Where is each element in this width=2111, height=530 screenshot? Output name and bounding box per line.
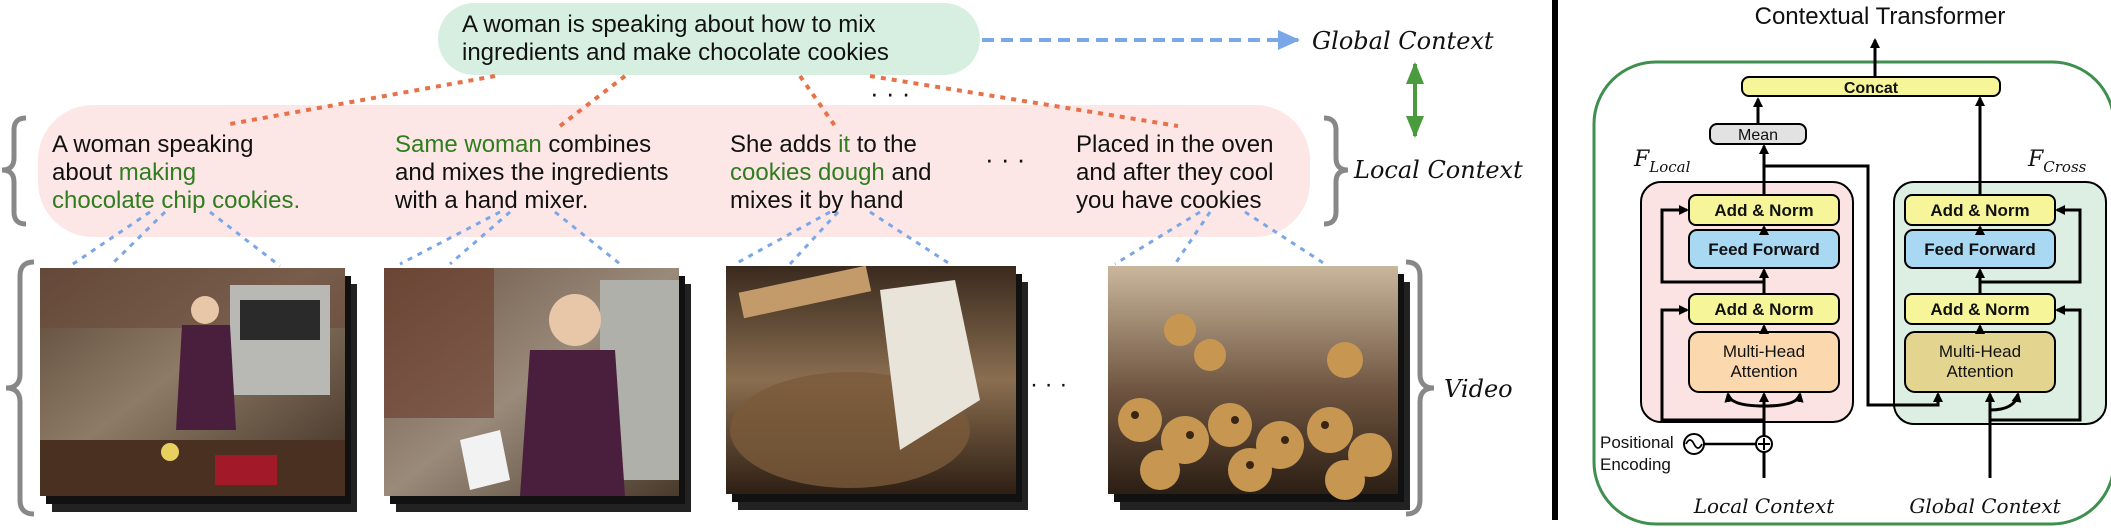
local-caption-3-line-1-seg-3: to the — [850, 131, 917, 158]
connector-ellipsis: · · · — [870, 78, 910, 108]
f-local-label: FLocal — [1633, 147, 1691, 176]
local-caption-2-line-1-seg-1: Same woman — [395, 131, 542, 158]
contextual-transformer-diagram: Contextual Transformer Concat Mean FLoca… — [1592, 3, 2111, 526]
cross-mha-line2: Attention — [1946, 362, 2013, 381]
local-caption-2-line-3-seg-1: with a hand mixer. — [394, 187, 588, 214]
local-addnorm-bottom-label: Add & Norm — [1714, 300, 1813, 319]
local-mha-line2: Attention — [1730, 362, 1797, 381]
local-caption-1-line-2-seg-2: making — [119, 159, 196, 186]
mean-box — [1709, 123, 1807, 145]
global-caption-line1: A woman is speaking about how to mix — [462, 11, 876, 38]
local-mha-line1: Multi-Head — [1723, 342, 1805, 361]
local-caption-4-line-1-seg-1: Placed in the oven — [1076, 131, 1273, 158]
local-caption-1-line-2-seg-1: about — [52, 159, 119, 186]
local-caption-4-line-3-seg-1: you have cookies — [1076, 187, 1261, 214]
video-frame-3 — [726, 265, 1028, 510]
local-caption-ellipsis: · · · — [985, 144, 1025, 174]
local-caption-3-line-1-seg-1: She adds — [730, 131, 838, 158]
local-caption-3-line-2-seg-2: and — [885, 159, 932, 186]
positional-label-1: Positional — [1600, 433, 1674, 452]
frames-ellipsis: · · · — [1030, 371, 1067, 398]
concat-label: Concat — [1844, 80, 1899, 97]
local-context-label: Local Context — [1353, 156, 1523, 184]
local-context-brace — [1323, 115, 1349, 227]
input-local-context: Local Context — [1693, 494, 1836, 518]
local-caption-2-line-2-seg-1: and mixes the ingredients — [395, 159, 669, 186]
mean-label: Mean — [1738, 127, 1778, 144]
cross-addnorm-bottom-label: Add & Norm — [1930, 300, 2029, 319]
local-addnorm-top-label: Add & Norm — [1714, 201, 1813, 220]
local-caption-band — [38, 105, 1310, 237]
video-frame-2 — [384, 268, 691, 512]
video-frame-4 — [1108, 266, 1410, 510]
transformer-title: Contextual Transformer — [1755, 3, 2006, 30]
positional-label-2: Encoding — [1600, 455, 1671, 474]
video-brace — [1405, 259, 1435, 517]
global-to-local-connectors — [229, 74, 1179, 128]
local-caption-3-line-1-seg-2: it — [838, 131, 850, 158]
global-context-label: Global Context — [1312, 27, 1494, 55]
global-caption-box: A woman is speaking about how to mix ing… — [438, 3, 980, 75]
local-caption-3-line-3-seg-1: mixes it by hand — [730, 187, 903, 214]
local-to-video-connectors — [69, 210, 1326, 268]
global-caption-line2: ingredients and make chocolate cookies — [462, 39, 889, 66]
left-video-brace — [5, 259, 35, 517]
local-caption-4-line-2-seg-1: and after they cool — [1076, 159, 1273, 186]
local-caption-1-line-1-seg-1: A woman speaking — [52, 131, 253, 158]
video-frame-1 — [40, 268, 357, 512]
local-caption-1-line-3-seg-1: chocolate chip cookies. — [52, 187, 300, 214]
video-label: Video — [1444, 375, 1513, 403]
f-cross-label: FCross — [2027, 147, 2087, 176]
left-local-brace — [1, 115, 27, 227]
cross-feed-forward-label: Feed Forward — [1924, 240, 2035, 259]
panel-separator — [1552, 0, 1558, 520]
local-caption-2-line-1-seg-2: combines — [542, 131, 651, 158]
local-feed-forward-label: Feed Forward — [1708, 240, 1819, 259]
local-caption-3-line-2-seg-1: cookies dough — [730, 159, 885, 186]
transformer-outer-border — [1592, 60, 2111, 526]
concat-box — [1741, 76, 2001, 97]
cross-addnorm-top-label: Add & Norm — [1930, 201, 2029, 220]
input-global-context: Global Context — [1909, 494, 2061, 518]
cross-mha-line1: Multi-Head — [1939, 342, 2021, 361]
